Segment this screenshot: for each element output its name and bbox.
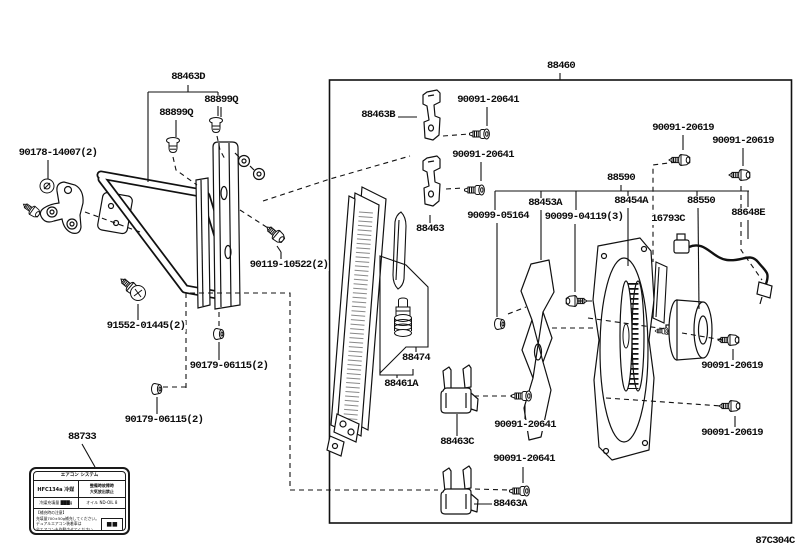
sticker-header: エアコン システム [34, 472, 125, 481]
part-label-88590: 88590 [605, 172, 637, 185]
part-label-90091-20619-b: 90091-20619 [711, 135, 775, 148]
screw-90091-20641-c [511, 390, 532, 402]
bracket-88463a [440, 465, 479, 515]
screw-90091-20619-a [668, 154, 691, 166]
screw-90091-20641-b [464, 184, 485, 196]
screw-91552-01445 [117, 274, 146, 301]
part-label-90178-14007: 90178-14007(2) [17, 147, 99, 160]
sticker-refrigerant-type: HFC134a 冷媒 [34, 481, 79, 497]
part-label-16793c: 16793C [650, 213, 686, 226]
front-mount-bracket-assembly [39, 141, 266, 310]
screw-90091-20641-a [469, 128, 490, 140]
sticker-note-line1: 【補充時の注意】 [36, 510, 67, 515]
fan-blade-88453a [520, 259, 555, 441]
part-label-88899q-a: 88899Q [203, 94, 239, 107]
part-label-88463d: 88463D [170, 71, 206, 84]
part-label-90091-20619-d: 90091-20619 [700, 427, 764, 440]
bracket-88463c [440, 364, 479, 414]
part-label-88460: 88460 [545, 60, 577, 73]
part-label-88899q-b: 88899Q [158, 107, 194, 120]
part-label-90091-20641-d: 90091-20641 [492, 453, 556, 466]
part-label-88463a: 88463A [492, 498, 528, 511]
part-label-88733: 88733 [66, 431, 98, 444]
part-label-90099-04119: 90099-04119(3) [543, 211, 625, 224]
part-label-88463: 88463 [414, 223, 446, 236]
bracket-16793c [652, 261, 668, 324]
grommet-88899q-a [209, 117, 223, 133]
fan-motor-88550 [654, 299, 713, 361]
sticker-note-line3: デュアルエアコン装着車は [36, 521, 82, 526]
wire-harness-88648e [673, 233, 773, 305]
sticker-note-line2: 充填量700±50g補充してください。 [36, 515, 100, 521]
solid-leader-lines [47, 73, 749, 505]
screw-90178-14007-b [20, 199, 43, 220]
part-label-90119-10522: 90119-10522(2) [248, 259, 330, 272]
screw-90091-20619-b [728, 169, 751, 181]
condenser-core [326, 186, 387, 457]
part-label-90179-06115-a: 90179-06115(2) [188, 360, 270, 373]
part-label-88453a: 88453A [527, 197, 563, 210]
sticker-mark-box: ■■ [101, 518, 123, 530]
part-label-88463c: 88463C [439, 436, 475, 449]
sticker-warning-line1: 整備時故障時 [89, 483, 114, 489]
bracket-88463b [422, 89, 441, 141]
grommet-88899q-b [166, 137, 180, 153]
sticker-oil-type: オイル ND-OIL 8 [86, 500, 118, 505]
part-label-88454a: 88454A [613, 195, 649, 208]
part-label-88474: 88474 [400, 352, 432, 365]
drier-filter-88474 [394, 297, 412, 337]
condenser-seal-strip [392, 211, 407, 290]
part-label-90091-20619-c: 90091-20619 [700, 360, 764, 373]
diagram-code: 87C304C [754, 535, 796, 548]
nut-90179-06115-b [151, 383, 163, 395]
part-label-88463b: 88463B [360, 109, 396, 122]
sticker-charge-amount: 冷媒充填量 ███g [34, 498, 79, 508]
nut-90179-06115-a [213, 328, 225, 340]
screw-90091-20619-d [718, 400, 741, 412]
bolt-90099-04119 [565, 295, 588, 307]
screw-90178-14007-a [39, 178, 55, 194]
part-label-90091-20641-b: 90091-20641 [451, 149, 515, 162]
sticker-warning-line2: 大気放出禁止 [89, 489, 114, 494]
sticker-warning: 整備時故障時 大気放出禁止 [79, 481, 125, 497]
part-label-90179-06115-b: 90179-06115(2) [123, 414, 205, 427]
part-label-88461a: 88461A [383, 378, 419, 391]
screw-90119-10522 [263, 222, 287, 246]
nut-90099-05164 [494, 318, 506, 330]
bracket-88463 [422, 155, 441, 207]
aircon-caution-label-inner: エアコン システム HFC134a 冷媒 整備時故障時 大気放出禁止 冷媒充填量… [33, 471, 126, 531]
sticker-note-line4: 全エアコンを作動させてください。 [36, 526, 97, 531]
part-label-90099-05164: 90099-05164 [466, 210, 530, 223]
aircon-caution-label-88733: エアコン システム HFC134a 冷媒 整備時故障時 大気放出禁止 冷媒充填量… [29, 467, 130, 535]
part-label-91552-01445: 91552-01445(2) [105, 320, 187, 333]
part-label-88648e: 88648E [730, 207, 766, 220]
part-label-88550: 88550 [685, 195, 717, 208]
fan-ring [619, 280, 645, 392]
sticker-note: 【補充時の注意】 充填量700±50g補充してください。 デュアルエアコン装着車… [34, 509, 125, 531]
screw-90091-20641-d [509, 485, 530, 497]
part-label-90091-20641-a: 90091-20641 [456, 94, 520, 107]
part-label-90091-20641-c: 90091-20641 [493, 419, 557, 432]
dashed-leader-lines [84, 133, 763, 491]
part-label-90091-20619-a: 90091-20619 [651, 122, 715, 135]
